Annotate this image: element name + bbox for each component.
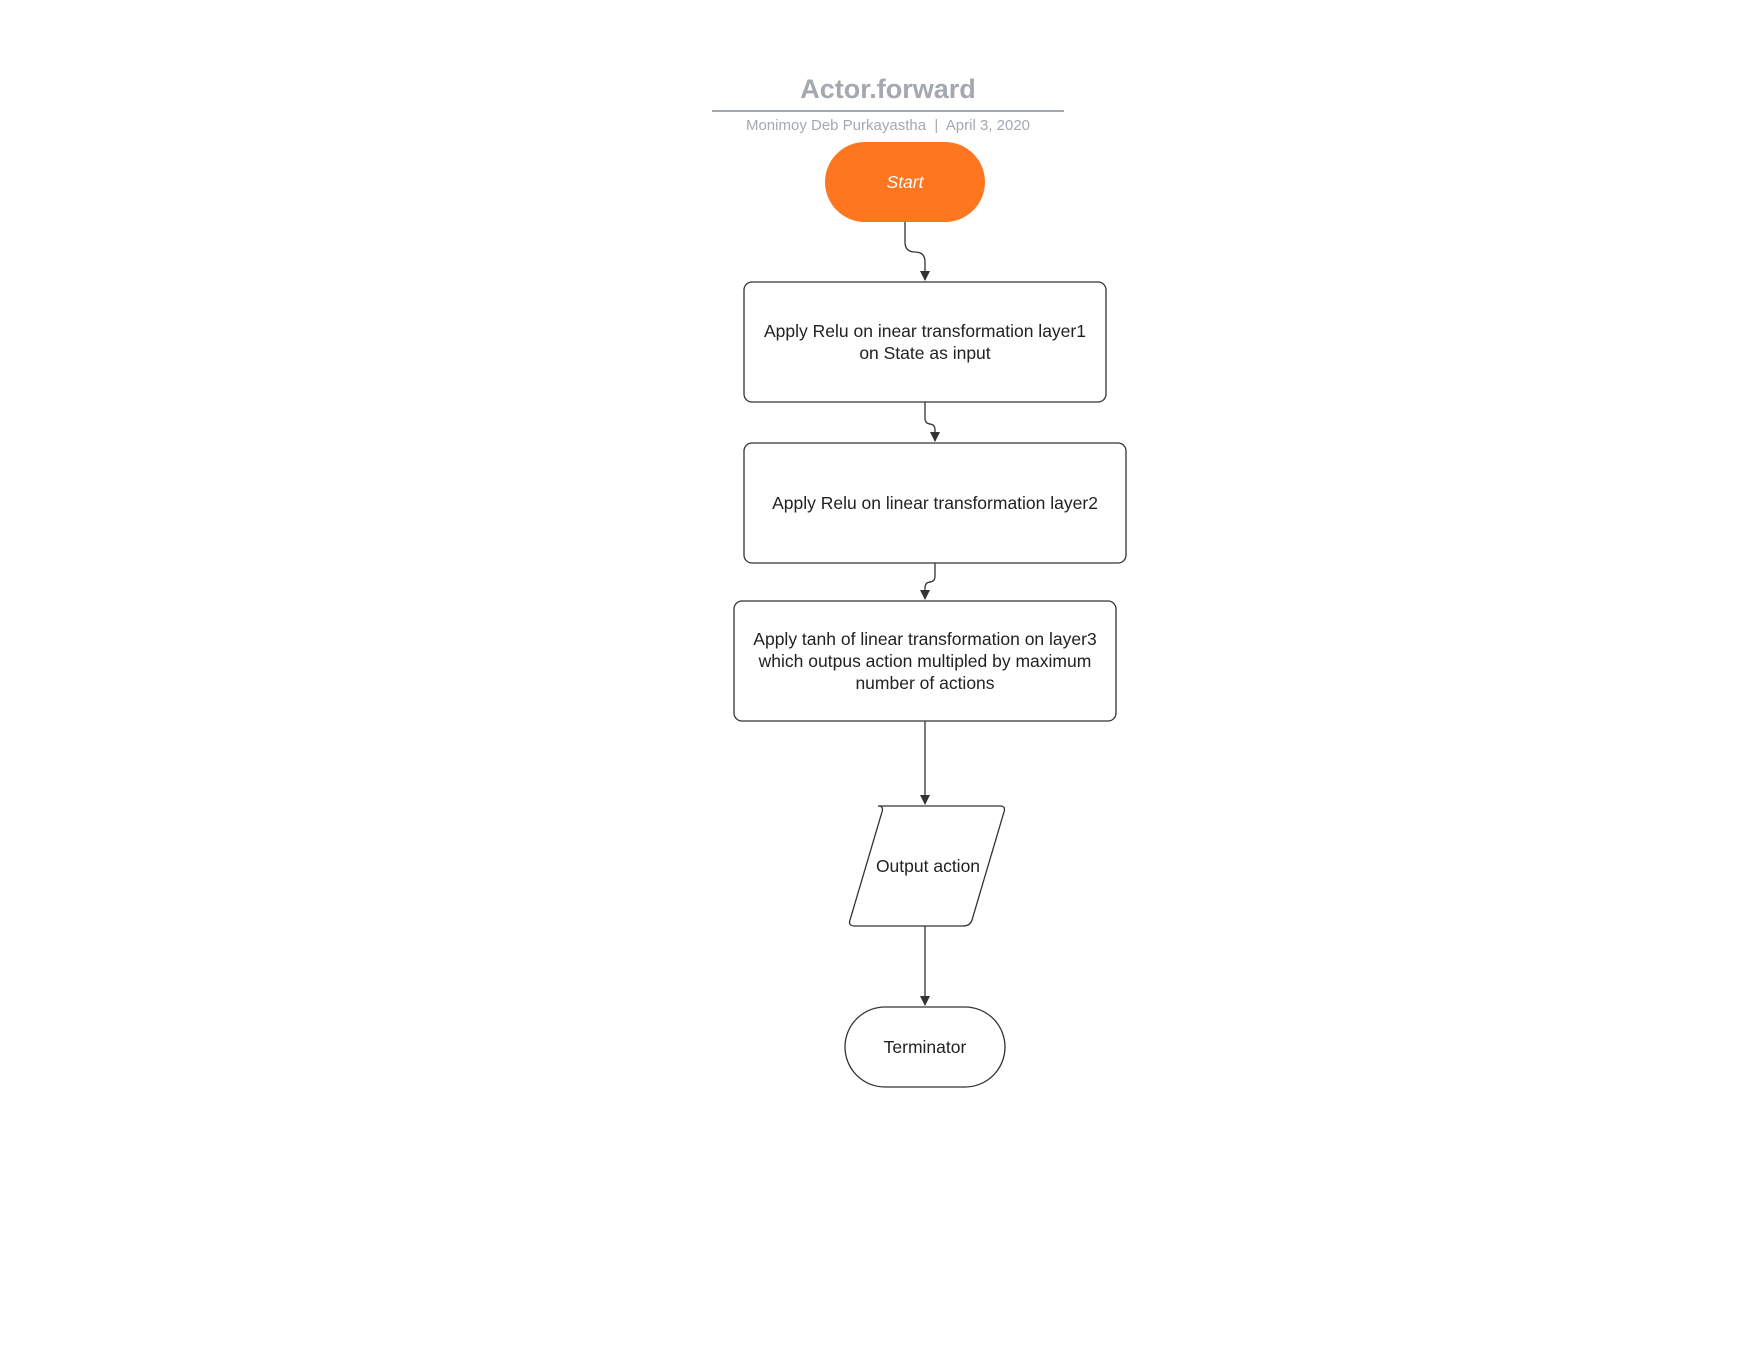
step1-node-label: Apply Relu on inear transformation layer… bbox=[764, 321, 1086, 363]
connector-step1-step2 bbox=[924, 402, 940, 442]
end-node-shape[interactable] bbox=[844, 1006, 1006, 1088]
title-divider bbox=[712, 110, 1064, 112]
step2-node-label: Apply Relu on linear transformation laye… bbox=[772, 493, 1098, 513]
step3-node-label: Apply tanh of linear transformation on l… bbox=[753, 629, 1097, 693]
diagram-subtitle: Monimoy Deb Purkayastha | April 3, 2020 bbox=[745, 117, 1031, 134]
connector-start-step1 bbox=[904, 222, 930, 281]
output-node-label: Output action bbox=[875, 856, 981, 876]
output-node-shape[interactable] bbox=[848, 805, 1006, 927]
start-node-label: Start bbox=[886, 172, 924, 192]
end-node-label: Terminator bbox=[883, 1037, 967, 1057]
diagram-title: Actor.forward bbox=[800, 74, 976, 104]
connector-step2-step3 bbox=[920, 563, 936, 600]
start-node-shape[interactable] bbox=[825, 142, 985, 222]
